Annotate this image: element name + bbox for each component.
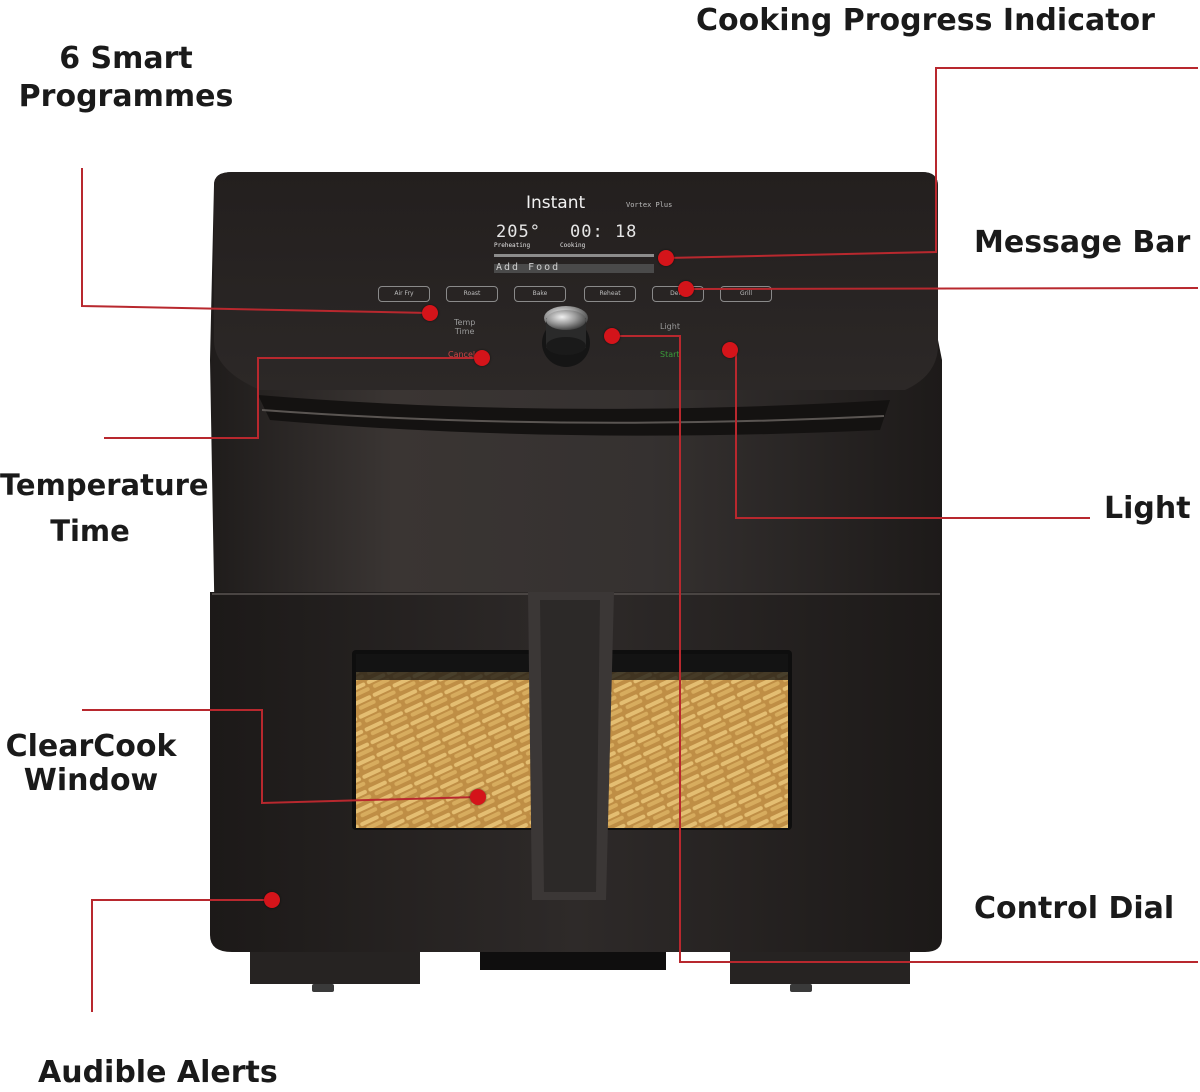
label-control-dial: Control Dial [974, 891, 1175, 926]
callout-line-control-dial [612, 335, 1198, 963]
model-name: Vortex Plus [626, 201, 673, 209]
button-grill[interactable]: Grill [720, 286, 772, 302]
label-smart-programmes-line1: 6 Smart [59, 41, 193, 76]
callout-line-cooking-progress [665, 67, 1198, 259]
label-clearcook-line1: ClearCook [5, 729, 177, 764]
label-time: Time [50, 514, 130, 548]
label-audible-alerts: Audible Alerts [38, 1055, 278, 1090]
label-smart-programmes-line2: Programmes [18, 78, 234, 114]
light-button-label[interactable]: Light [660, 322, 680, 331]
label-smart-programmes: 6 Smart Programmes [12, 40, 240, 115]
message-bar-text: Add Food [496, 262, 561, 273]
marker-clearcook [470, 789, 486, 805]
label-light: Light [1104, 491, 1191, 526]
marker-temperature-time [474, 350, 490, 366]
label-cooking-progress-indicator: Cooking Progress Indicator [696, 3, 1155, 38]
display-status-cooking: Cooking [560, 242, 586, 249]
marker-audible-alerts [264, 892, 280, 908]
callout-line-clearcook [82, 709, 479, 805]
callout-line-light [730, 349, 1090, 519]
callout-line-audible-alerts [91, 899, 272, 1012]
marker-control-dial [604, 328, 620, 344]
temp-time-button-label[interactable]: Temp Time [454, 318, 476, 336]
marker-message-bar [678, 281, 694, 297]
marker-light [722, 342, 738, 358]
label-temperature-time: Temperature Time [0, 462, 209, 554]
display-temperature: 205° [496, 222, 541, 242]
button-bake[interactable]: Bake [514, 286, 566, 302]
start-button-label[interactable]: Start [660, 350, 680, 359]
button-reheat[interactable]: Reheat [584, 286, 636, 302]
callout-line-temperature-time [104, 357, 482, 439]
brand-logo: Instant [526, 193, 586, 213]
marker-cooking-progress [658, 250, 674, 266]
callout-line-smart-programmes [81, 168, 431, 314]
callout-line-message-bar [685, 287, 1199, 290]
label-temperature: Temperature [0, 468, 209, 502]
marker-smart-programmes [422, 305, 438, 321]
label-clearcook-window: ClearCook Window [4, 730, 178, 798]
label-clearcook-line2: Window [23, 763, 159, 798]
display-status-preheating: Preheating [494, 242, 531, 249]
button-roast[interactable]: Roast [446, 286, 498, 302]
label-message-bar: Message Bar [974, 225, 1191, 260]
button-air-fry[interactable]: Air Fry [378, 286, 430, 302]
display-time: 00: 18 [570, 222, 638, 242]
cancel-button-label[interactable]: Cancel [448, 350, 476, 359]
